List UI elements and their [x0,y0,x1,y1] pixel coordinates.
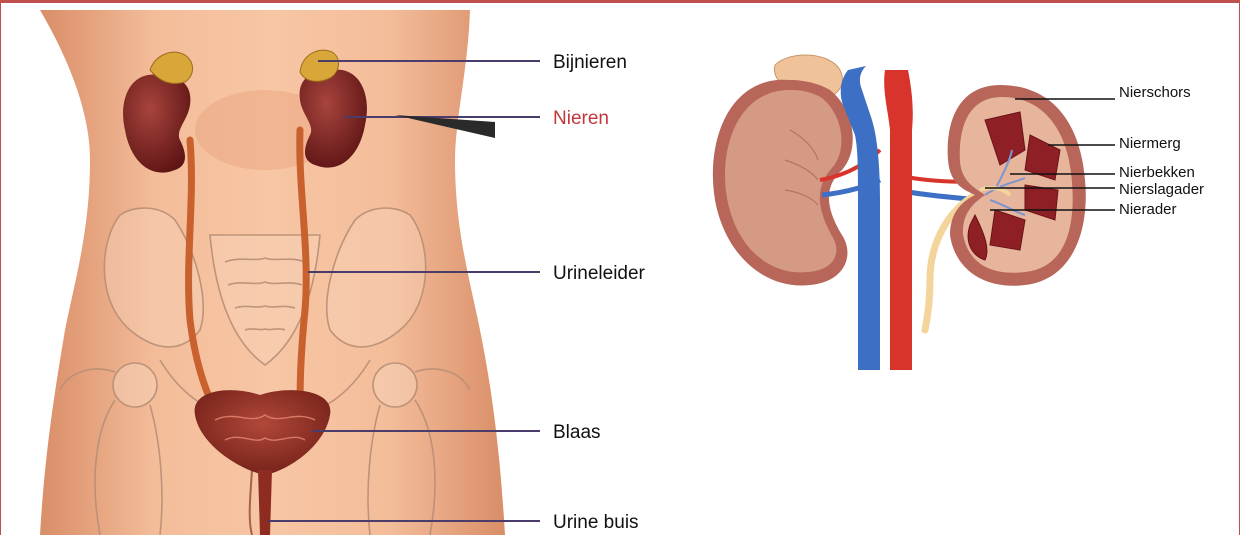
label-nierslagader: Nierslagader [1119,181,1204,198]
kidney-exterior [713,55,853,285]
urethra [258,470,272,535]
label-nierader: Nierader [1119,201,1177,218]
label-nierschors: Nierschors [1119,84,1191,101]
label-blaas: Blaas [553,422,601,443]
label-nieren: Nieren [553,108,609,129]
label-nierbekken: Nierbekken [1119,164,1195,181]
label-bijnieren: Bijnieren [553,52,627,73]
label-urineleider: Urineleider [553,263,646,284]
kidney-cross-section [948,85,1086,286]
aorta [884,70,913,370]
vena-cava [841,66,880,370]
label-niermerg: Niermerg [1119,135,1181,152]
label-urine-buis: Urine buis [553,512,639,533]
